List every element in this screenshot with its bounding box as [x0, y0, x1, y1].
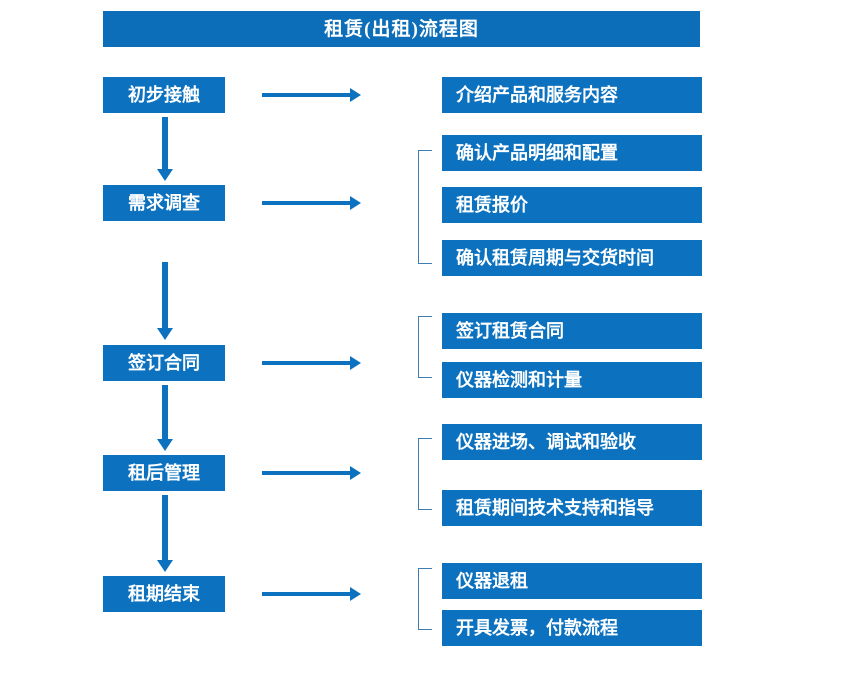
arrow-head: [350, 356, 361, 370]
detail-label-7: 仪器进场、调试和验收: [456, 432, 636, 452]
arrow-shaft: [262, 361, 350, 365]
arrow-head: [157, 169, 173, 181]
detail-box-8[interactable]: 租赁期间技术支持和指导: [442, 490, 702, 526]
stage-box-1[interactable]: 初步接触: [103, 77, 225, 113]
arrow-shaft: [262, 201, 350, 205]
stage-box-2[interactable]: 需求调查: [103, 185, 225, 221]
group-bracket-3: [418, 316, 432, 378]
detail-label-6: 仪器检测和计量: [456, 370, 582, 390]
stage-box-3[interactable]: 签订合同: [103, 345, 225, 381]
detail-label-3: 租赁报价: [456, 195, 528, 215]
stage-box-5[interactable]: 租期结束: [103, 576, 225, 612]
vertical-arrow-3-4: [157, 385, 173, 451]
horizontal-arrow-3: [262, 356, 361, 370]
stage-label-3: 签订合同: [128, 353, 200, 373]
detail-label-5: 签订租赁合同: [456, 321, 564, 341]
detail-box-6[interactable]: 仪器检测和计量: [442, 362, 702, 398]
stage-label-5: 租期结束: [128, 584, 200, 604]
arrow-head: [157, 560, 173, 572]
detail-label-1: 介绍产品和服务内容: [456, 85, 618, 105]
horizontal-arrow-1: [262, 88, 361, 102]
detail-box-5[interactable]: 签订租赁合同: [442, 313, 702, 349]
arrow-shaft: [262, 592, 350, 596]
detail-label-10: 开具发票，付款流程: [456, 618, 618, 638]
detail-label-2: 确认产品明细和配置: [456, 143, 618, 163]
detail-label-8: 租赁期间技术支持和指导: [456, 498, 654, 518]
arrow-shaft: [162, 385, 168, 439]
group-bracket-2: [418, 150, 432, 264]
horizontal-arrow-5: [262, 587, 361, 601]
arrow-head: [350, 587, 361, 601]
arrow-shaft: [162, 495, 168, 560]
diagram-title: 租赁(出租)流程图: [324, 18, 479, 40]
diagram-title-bar: 租赁(出租)流程图: [103, 11, 700, 47]
horizontal-arrow-4: [262, 466, 361, 480]
stage-label-1: 初步接触: [128, 85, 200, 105]
horizontal-arrow-2: [262, 196, 361, 210]
detail-box-4[interactable]: 确认租赁周期与交货时间: [442, 240, 702, 276]
arrow-head: [157, 439, 173, 451]
detail-box-3[interactable]: 租赁报价: [442, 187, 702, 223]
detail-box-2[interactable]: 确认产品明细和配置: [442, 135, 702, 171]
arrow-shaft: [262, 93, 350, 97]
arrow-head: [350, 88, 361, 102]
stage-box-4[interactable]: 租后管理: [103, 455, 225, 491]
detail-box-7[interactable]: 仪器进场、调试和验收: [442, 424, 702, 460]
vertical-arrow-1-2: [157, 117, 173, 181]
detail-label-4: 确认租赁周期与交货时间: [456, 248, 654, 268]
group-bracket-4: [418, 438, 432, 510]
arrow-shaft: [162, 262, 168, 328]
detail-box-9[interactable]: 仪器退租: [442, 563, 702, 599]
vertical-arrow-4-5: [157, 495, 173, 572]
arrow-head: [157, 328, 173, 340]
arrow-shaft: [262, 471, 350, 475]
detail-box-10[interactable]: 开具发票，付款流程: [442, 610, 702, 646]
arrow-head: [350, 196, 361, 210]
arrow-shaft: [162, 117, 168, 169]
vertical-arrow-2-3: [157, 262, 173, 340]
stage-label-2: 需求调查: [128, 193, 200, 213]
arrow-head: [350, 466, 361, 480]
detail-label-9: 仪器退租: [456, 571, 528, 591]
group-bracket-5: [418, 568, 432, 630]
detail-box-1[interactable]: 介绍产品和服务内容: [442, 77, 702, 113]
stage-label-4: 租后管理: [128, 463, 200, 483]
